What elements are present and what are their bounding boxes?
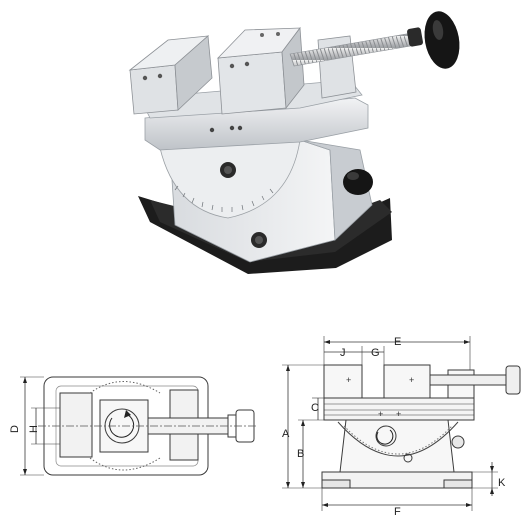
arrowhead (322, 503, 328, 507)
tilting-vise-photo (128, 11, 460, 274)
top-view-rotation-arrowhead (124, 410, 131, 418)
side-view-rotation-arrow (376, 429, 394, 445)
top-view-dim-D-arrow (23, 377, 27, 383)
arrowhead (286, 482, 290, 488)
movable-jaw-front (217, 51, 287, 115)
side-view-label-G: G (371, 347, 380, 359)
jaw-screw (142, 75, 148, 81)
lower-socket-inner (255, 236, 263, 244)
arrowhead (301, 420, 305, 426)
side-view-plus-mark: + (346, 375, 351, 385)
top-view-dim-D-arrow (23, 469, 27, 475)
arrowhead (324, 340, 330, 344)
side-view-label-J: J (340, 347, 346, 359)
side-view-base-foot-right (443, 479, 473, 489)
top-view-arc-lower (89, 457, 161, 471)
handle-knob-highlight (432, 20, 444, 40)
fixed-jaw-front (129, 64, 179, 115)
dimension-arrowheads (286, 340, 494, 507)
side-view-base-foot-left (321, 479, 351, 489)
top-view-arc-upper (89, 381, 161, 394)
side-view-label-K: K (498, 477, 506, 489)
side-view-plus-mark: + (409, 375, 414, 385)
rail-hole (237, 125, 243, 131)
side-view-plus-mark: + (378, 409, 383, 419)
side-view-fixed-jaw (323, 364, 363, 399)
top-view-rotation-arrow (109, 413, 135, 438)
vise-graduated-arc (159, 139, 301, 219)
pivot-socket-inner (224, 166, 232, 174)
arrowhead (301, 482, 305, 488)
side-view-pivot (375, 425, 397, 447)
screw-collar (407, 27, 423, 47)
arc-tick-marks (174, 185, 274, 212)
side-view-screw (429, 374, 507, 386)
side-view-label-A: A (282, 428, 290, 440)
jaw-screw (276, 32, 280, 36)
locking-knob (343, 169, 373, 195)
jaw-screw (157, 73, 163, 79)
rail-hole (229, 125, 235, 131)
arrowhead (466, 503, 472, 507)
side-view-plus-mark: + (396, 409, 401, 419)
side-view-label-E: E (394, 336, 401, 348)
side-view-drawing: + + + + (282, 336, 521, 511)
jaw-screw (244, 61, 250, 67)
top-view-label-H: H (28, 425, 40, 433)
side-view-label-C: C (311, 402, 319, 414)
fixed-jaw-side (174, 35, 213, 111)
arrowhead (490, 466, 494, 472)
jaw-screw (260, 33, 264, 37)
side-view-handle-knob (505, 365, 521, 395)
side-view-label-F: F (394, 506, 401, 517)
arrowhead (464, 340, 470, 344)
top-view-fixed-jaw (59, 392, 93, 458)
arrowhead (286, 365, 290, 371)
side-view-pedestal (339, 419, 455, 473)
vise-rail (144, 97, 369, 151)
side-view-lower-hole (403, 453, 413, 463)
side-view-label-B: B (297, 448, 304, 460)
top-view-drawing (20, 376, 258, 476)
side-view-lock-knob (451, 435, 465, 449)
lead-screw (289, 31, 423, 67)
rail-hole (209, 127, 215, 133)
handle-knob (424, 11, 460, 69)
arrowhead (490, 488, 494, 494)
side-view-arc-scale (343, 425, 453, 455)
top-view-label-D: D (9, 425, 21, 433)
locking-knob-highlight (347, 172, 359, 180)
side-view-arc (337, 421, 459, 457)
side-view-movable-jaw (383, 364, 431, 399)
movable-jaw-side (281, 26, 305, 110)
vise-pedestal-side (299, 139, 373, 241)
jaw-screw (229, 63, 235, 69)
